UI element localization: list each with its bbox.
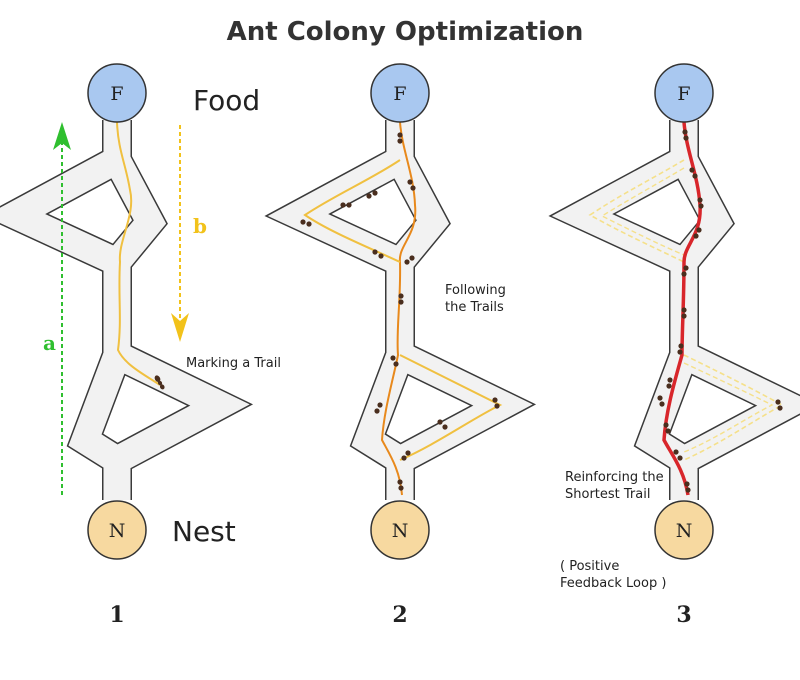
food-node-2 [370, 63, 430, 123]
arrow-a-head [53, 122, 71, 150]
ant-1 [154, 375, 165, 390]
food-node-1 [87, 63, 147, 123]
panel-1: a b F N Food Nest Marking a Trail 1 [0, 63, 281, 628]
food-label: Food [193, 84, 260, 117]
ants-3 [657, 129, 783, 493]
ants-2 [300, 132, 500, 491]
arrow-b-label: b [193, 214, 207, 238]
arrow-a-label: a [43, 331, 56, 355]
panel-2: F N Following the Trails 2 [264, 63, 537, 628]
nest-node-2 [370, 500, 430, 560]
food-node-3 [654, 63, 714, 123]
food-node-letter: F [393, 83, 406, 105]
nest-node-letter: N [392, 520, 409, 542]
trail-faded-3b [600, 167, 774, 453]
nest-node-1 [87, 500, 147, 560]
note-feedback-line-1: ( Positive [560, 559, 619, 574]
food-node-letter: F [677, 83, 690, 105]
trail-marking-1 [116, 121, 161, 386]
nest-node-letter: N [676, 520, 693, 542]
panel-number-3: 3 [676, 602, 691, 628]
panel-number-1: 1 [109, 602, 124, 628]
caption-following-line-2: the Trails [445, 300, 504, 315]
trail-long-2 [303, 159, 503, 461]
trail-short-2 [380, 121, 417, 496]
caption-reinforcing-line-1: Reinforcing the [565, 470, 664, 485]
panel-number-2: 2 [392, 602, 407, 628]
nest-label: Nest [172, 515, 236, 548]
caption-marking-trail: Marking a Trail [186, 356, 281, 371]
food-node-letter: F [110, 83, 123, 105]
caption-following-line-1: Following [445, 283, 506, 298]
note-feedback-line-2: Feedback Loop ) [560, 576, 666, 591]
caption-reinforcing-line-2: Shortest Trail [565, 487, 650, 502]
panel-3: F N Reinforcing the Shortest Trail ( Pos… [548, 63, 800, 628]
trail-faded-3 [588, 159, 784, 461]
nest-node-letter: N [109, 520, 126, 542]
nest-node-3 [654, 500, 714, 560]
arrow-b-head [171, 313, 189, 342]
diagram-title: Ant Colony Optimization [227, 17, 584, 47]
